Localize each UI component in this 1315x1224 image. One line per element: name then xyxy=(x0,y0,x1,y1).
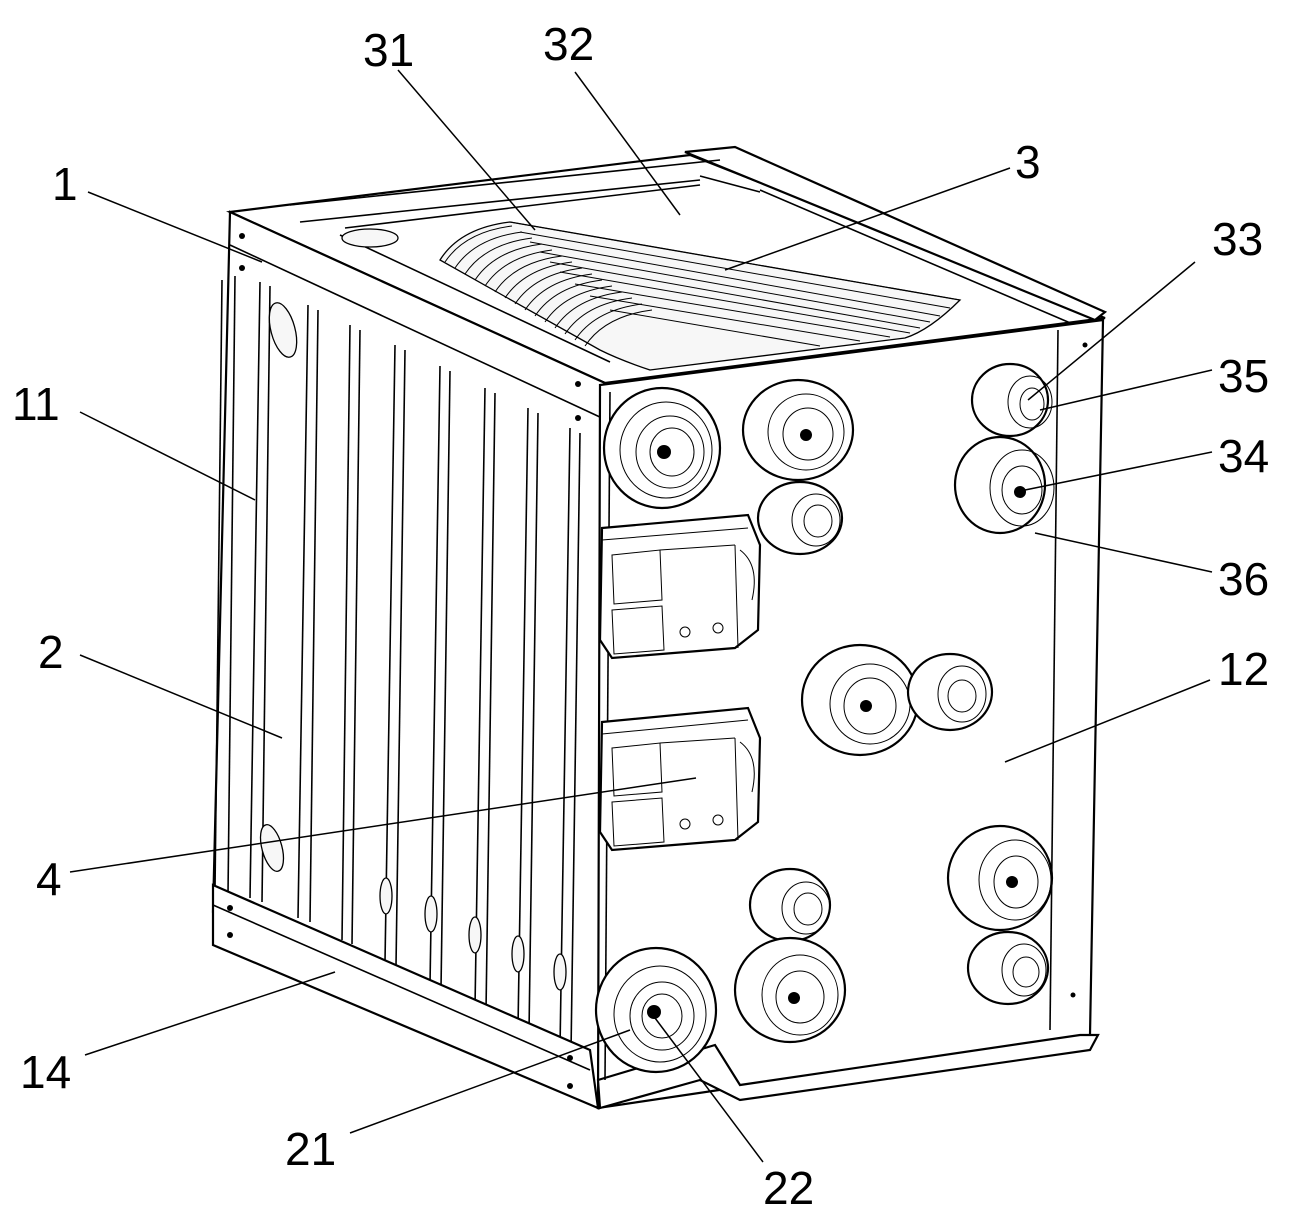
label-34: 34 xyxy=(1218,430,1269,482)
label-22: 22 xyxy=(763,1162,814,1214)
label-36: 36 xyxy=(1218,553,1269,605)
label-12: 12 xyxy=(1218,643,1269,695)
label-35: 35 xyxy=(1218,350,1269,402)
label-14: 14 xyxy=(20,1046,71,1098)
label-21: 21 xyxy=(285,1123,336,1175)
label-31: 31 xyxy=(363,24,414,76)
label-1: 1 xyxy=(52,158,78,210)
label-3: 3 xyxy=(1015,136,1041,188)
label-2: 2 xyxy=(38,626,64,678)
label-32: 32 xyxy=(543,18,594,70)
label-4: 4 xyxy=(36,853,62,905)
label-33: 33 xyxy=(1212,213,1263,265)
label-11: 11 xyxy=(12,378,60,430)
